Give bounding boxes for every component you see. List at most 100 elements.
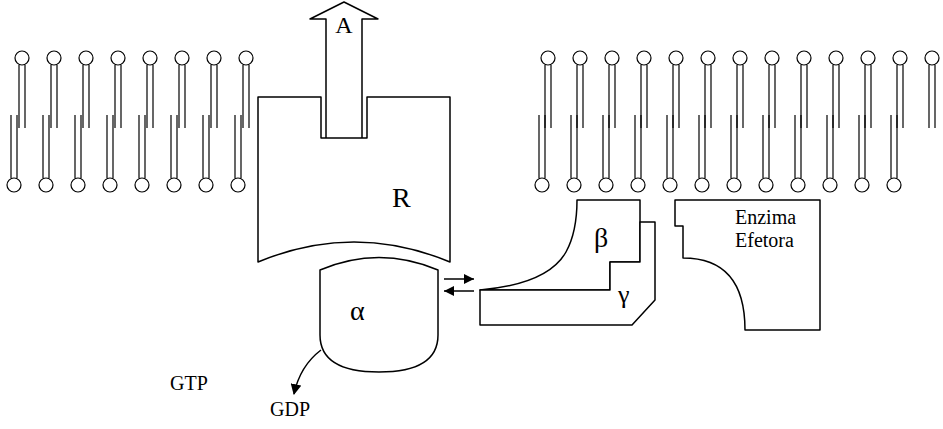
lipid-head	[573, 51, 587, 65]
lipid-tail	[774, 65, 775, 128]
lipid-head	[47, 51, 61, 65]
lipid-head	[823, 178, 837, 192]
effector-enzyme: Enzima Efetora	[673, 198, 822, 332]
lipid-tail	[112, 115, 113, 178]
lipid-tail	[634, 115, 635, 178]
lipid-tail	[640, 115, 641, 178]
lipid-tail	[184, 65, 185, 128]
lipid-head	[15, 51, 29, 65]
lipid-tail	[88, 65, 89, 128]
lipid-tail	[768, 115, 769, 178]
node-outline	[478, 220, 657, 327]
lipid-tail	[202, 115, 203, 178]
lipid-head	[111, 51, 125, 65]
lipid-head	[599, 178, 613, 192]
lipid-head	[535, 178, 549, 192]
lipid-tail	[806, 65, 807, 128]
lipid-tail	[248, 65, 249, 128]
lipid-tail	[736, 115, 737, 178]
lipid-tail	[896, 115, 897, 178]
lipid-head	[701, 51, 715, 65]
lipid-tail	[550, 65, 551, 128]
lipid-head	[175, 51, 189, 65]
node-outline	[318, 238, 440, 374]
lipid-head	[855, 178, 869, 192]
node-shape	[675, 200, 820, 330]
lipid-tail	[570, 115, 571, 178]
lipid-tail	[144, 115, 145, 178]
lipid-tail	[826, 115, 827, 178]
lipid-tail	[678, 65, 679, 128]
lipid-tail	[138, 115, 139, 178]
lipid-head	[759, 178, 773, 192]
lipid-head	[791, 178, 805, 192]
lipid-tail	[10, 115, 11, 178]
lipid-head	[207, 51, 221, 65]
lipid-bilayer	[7, 51, 253, 192]
lipid-head	[631, 178, 645, 192]
lipid-tail	[710, 65, 711, 128]
exchange-arrow	[444, 278, 474, 280]
lipid-tail	[870, 65, 871, 128]
lipid-head	[765, 51, 779, 65]
lipid-tail	[608, 115, 609, 178]
lipid-head	[541, 51, 555, 65]
lipid-tail	[80, 115, 81, 178]
nucleotide-label: GTP	[170, 372, 208, 395]
lipid-head	[7, 178, 21, 192]
receptor-shape: R	[256, 95, 452, 265]
lipid-tail	[178, 65, 179, 128]
lipid-head	[887, 178, 901, 192]
nucleotide-label: GDP	[270, 398, 310, 421]
lipid-tail	[152, 65, 153, 128]
lipid-head	[797, 51, 811, 65]
lipid-tail	[24, 65, 25, 128]
lipid-head	[861, 51, 875, 65]
lipid-head	[71, 178, 85, 192]
lipid-tail	[858, 115, 859, 178]
gtp-hydrolysis-arrow	[294, 350, 321, 394]
lipid-tail	[902, 65, 903, 128]
lipid-bilayer	[535, 51, 939, 192]
lipid-head	[567, 178, 581, 192]
lipid-tail	[800, 115, 801, 178]
node-shape	[320, 258, 438, 373]
lipid-tail	[672, 115, 673, 178]
lipid-tail	[42, 115, 43, 178]
lipid-tail	[170, 115, 171, 178]
lipid-tail	[666, 115, 667, 178]
lipid-tail	[208, 115, 209, 178]
lipid-tail	[16, 115, 17, 178]
lipid-head	[135, 178, 149, 192]
lipid-tail	[704, 115, 705, 178]
lipid-tail	[602, 115, 603, 178]
subunit-label: R	[392, 182, 422, 214]
lipid-tail	[210, 65, 211, 128]
lipid-tail	[538, 115, 539, 178]
lipid-tail	[614, 65, 615, 128]
lipid-tail	[646, 65, 647, 128]
lipid-tail	[934, 65, 935, 128]
lipid-tail	[582, 65, 583, 128]
lipid-head	[663, 178, 677, 192]
lipid-tail	[730, 115, 731, 178]
lipid-head	[79, 51, 93, 65]
node-outline	[256, 95, 452, 265]
lipid-tail	[742, 65, 743, 128]
lipid-tail	[82, 65, 83, 128]
exchange-arrow	[444, 290, 474, 292]
lipid-head	[231, 178, 245, 192]
lipid-tail	[242, 65, 243, 128]
alpha-subunit: α	[318, 238, 440, 374]
subunit-label: α	[350, 295, 380, 327]
lipid-tail	[120, 65, 121, 128]
lipid-head	[695, 178, 709, 192]
lipid-head	[727, 178, 741, 192]
lipid-tail	[176, 115, 177, 178]
lipid-tail	[698, 115, 699, 178]
lipid-tail	[234, 115, 235, 178]
lipid-head	[199, 178, 213, 192]
lipid-tail	[106, 115, 107, 178]
lipid-head	[829, 51, 843, 65]
